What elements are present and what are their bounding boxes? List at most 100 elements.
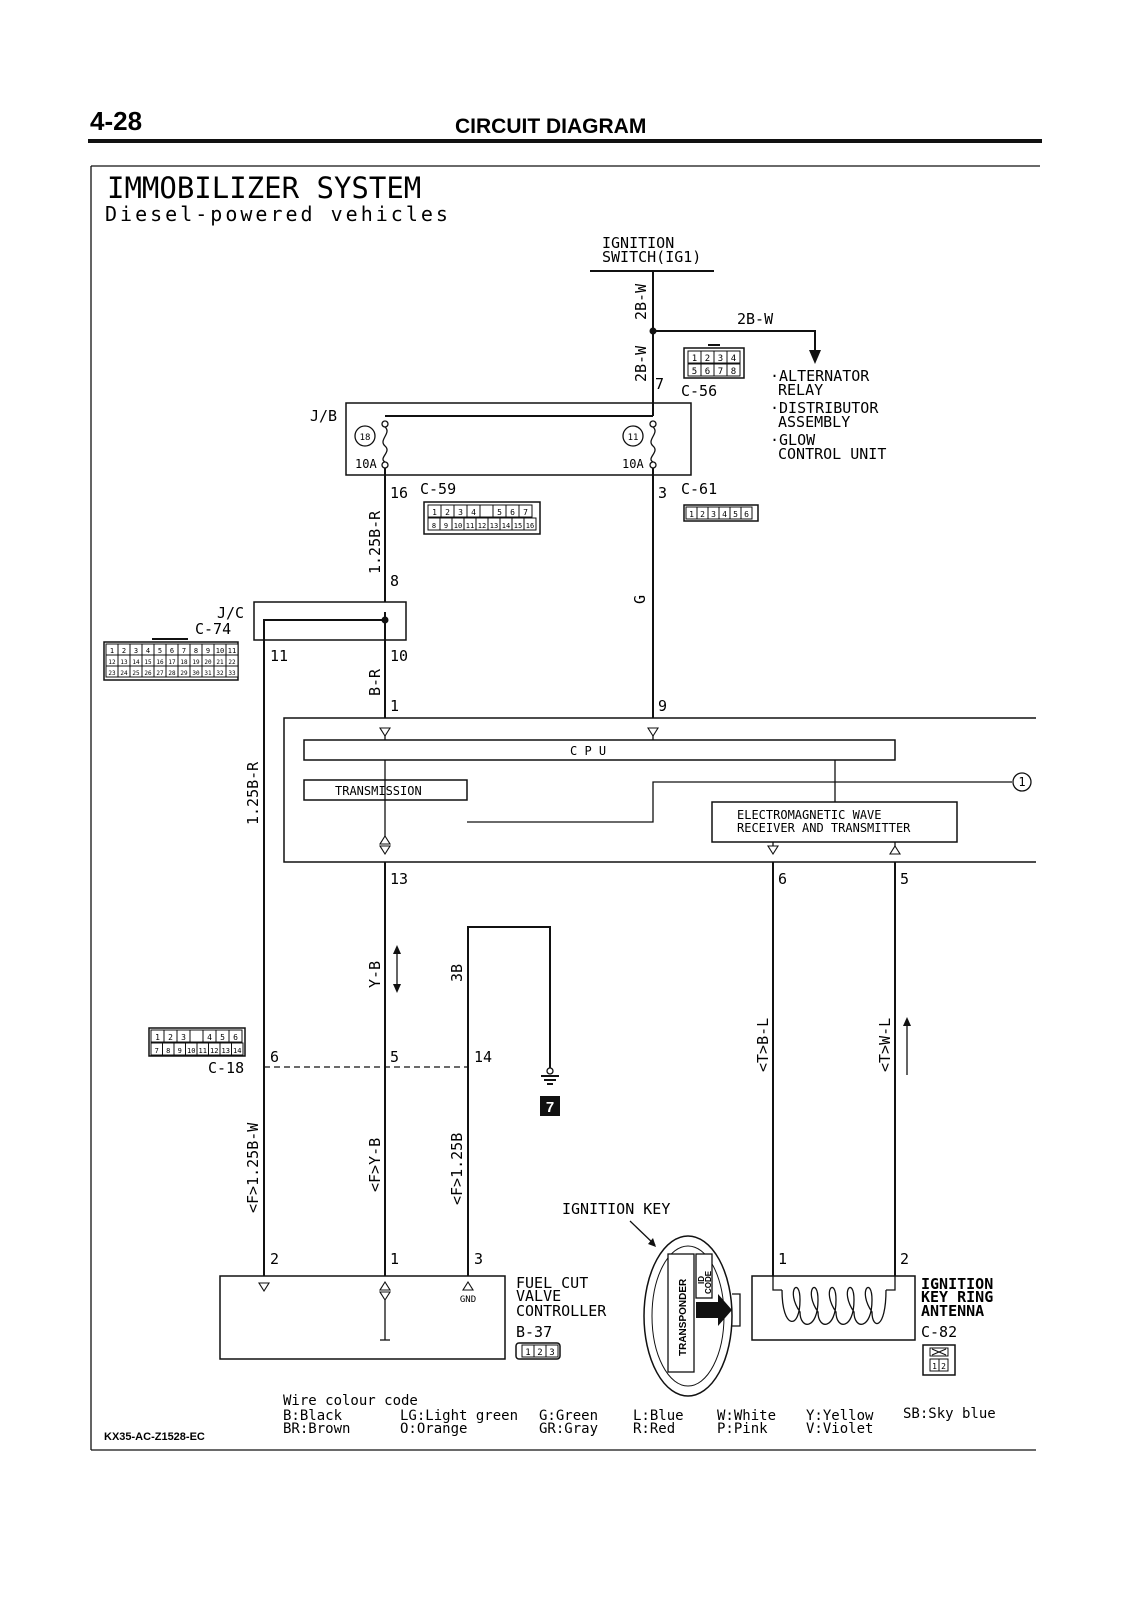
wire-label-1-25b-r-top: 1.25B-R	[366, 510, 384, 574]
c74-pin-number: 25	[132, 670, 140, 677]
c74-pin-number: 5	[158, 647, 162, 655]
pin-13: 13	[390, 870, 408, 888]
code-reference: KX35-AC-Z1528-EC	[104, 1431, 205, 1443]
c74-pin-number: 32	[216, 670, 224, 677]
c18-pin-number: 7	[155, 1047, 159, 1055]
c18-pin-number: 3	[181, 1033, 186, 1042]
ground-icon	[540, 1067, 560, 1116]
cpu-label: C P U	[570, 744, 606, 758]
fuel-cut-controller-box	[219, 1275, 506, 1360]
c56-pin-number: 4	[731, 354, 736, 364]
transponder-label: TRANSPONDER	[678, 1278, 689, 1356]
c61-pin-number: 6	[744, 510, 749, 519]
ecu-terminal-markers	[379, 727, 901, 856]
b37-pin-1: 1	[390, 1250, 399, 1268]
c56-pin-number: 2	[705, 354, 710, 364]
gnd-label: GND	[460, 1295, 476, 1305]
c74-pin-number: 13	[120, 659, 128, 666]
c74-pin-number: 15	[144, 659, 152, 666]
connector-c59-label: C-59	[420, 480, 456, 498]
c59-pin-number: 8	[432, 522, 436, 530]
c74-pin-number: 28	[168, 670, 176, 677]
reference-number: 1	[1018, 775, 1025, 789]
pin-6: 6	[778, 870, 787, 888]
c74-pin-number: 17	[168, 659, 176, 666]
wire-label-f-1-25b-w: <F>1.25B-W	[244, 1122, 262, 1213]
c61-pin-number: 5	[733, 510, 738, 519]
ignition-key-icon	[643, 1235, 741, 1397]
pin-8: 8	[390, 572, 399, 590]
wire-colour-entry: BR:Brown	[283, 1421, 350, 1437]
connector-c61-label: C-61	[681, 480, 717, 498]
c74-pin-number: 18	[180, 659, 188, 666]
c59-pin-number: 11	[466, 522, 474, 530]
c74-pin-number: 23	[108, 670, 116, 677]
c61-pin-number: 2	[700, 510, 705, 519]
fuel-cut-label-line2: VALVE	[516, 1287, 561, 1305]
b37-cell	[545, 1344, 559, 1358]
fuel-cut-label-line1: FUEL CUT	[516, 1274, 588, 1292]
fuel-cut-label-line3: CONTROLLER	[516, 1302, 607, 1320]
c18-pin-number: 14	[233, 1047, 241, 1055]
c74-pin-number: 8	[194, 647, 198, 655]
wire-label-2b-w-branch: 2B-W	[737, 310, 774, 328]
antenna-label-line1: IGNITION	[921, 1275, 993, 1293]
c59-pin-number: 7	[523, 508, 528, 517]
c59-pin-number: 12	[478, 522, 486, 530]
diagram-title: IMMOBILIZER SYSTEM	[107, 171, 421, 205]
c74-pin-number: 14	[132, 659, 140, 666]
wire-colour-entry: O:Orange	[400, 1421, 467, 1437]
em-wave-label-line1: ELECTROMAGNETIC WAVE	[737, 808, 882, 822]
c59-pin-number: 5	[497, 508, 502, 517]
connector-c82-label: C-82	[921, 1323, 957, 1341]
c18-pin-number: 6	[233, 1033, 238, 1042]
id-label: ID	[697, 1276, 706, 1284]
signal-arrow-icon	[903, 1017, 911, 1075]
pin-3: 3	[658, 484, 667, 502]
c74-cell	[225, 665, 239, 678]
c74-pin-number: 11	[228, 647, 236, 655]
c18-pin-number: 12	[210, 1047, 218, 1055]
branch-item-distributor: ·DISTRIBUTOR	[770, 399, 879, 417]
fuse-11-number: 11	[628, 433, 639, 443]
wire-3b	[467, 926, 551, 1260]
wire-colour-entry: P:Pink	[717, 1421, 768, 1437]
page-number: 4-28	[90, 106, 142, 136]
c18-pin-number: 8	[166, 1047, 170, 1055]
c61-pin-number: 1	[689, 510, 694, 519]
c59-pin-number: 4	[471, 508, 476, 517]
c18-pin-number: 13	[222, 1047, 230, 1055]
c74-pin-number: 6	[170, 647, 174, 655]
em-wave-block	[711, 801, 958, 843]
c18-pin-number: 11	[199, 1047, 207, 1055]
fuse-11-rating: 10A	[622, 457, 644, 471]
c59-pin-number: 13	[490, 522, 498, 530]
b37-pin-2: 2	[270, 1250, 279, 1268]
c18-cell	[189, 1029, 204, 1043]
pin-11: 11	[270, 647, 288, 665]
joint-connector-label: J/C	[217, 604, 244, 622]
fuse-18-icon	[354, 420, 389, 469]
pin-16: 16	[390, 484, 408, 502]
c18-pin-number: 9	[178, 1047, 182, 1055]
connector-c56-label: C-56	[681, 382, 717, 400]
branch-item-glow: ·GLOW	[770, 431, 816, 449]
c82-cell	[938, 1358, 949, 1372]
c59-pin-number: 3	[458, 508, 463, 517]
ground-number: 7	[546, 1099, 554, 1116]
wire-colour-entry: LG:Light green	[400, 1408, 518, 1424]
wire-colour-entry: R:Red	[633, 1421, 675, 1437]
c74-pin-number: 29	[180, 670, 188, 677]
ignition-switch-label-line2: SWITCH(IG1)	[602, 248, 701, 266]
wire-2b-w-branch	[653, 330, 816, 355]
c59-pin-number: 10	[454, 522, 462, 530]
wire-colour-entry: V:Violet	[806, 1421, 873, 1437]
antenna-coil-icon	[772, 1276, 896, 1325]
wire-label-t-b-l: <T>B-L	[754, 1018, 772, 1072]
pin-10: 10	[390, 647, 408, 665]
